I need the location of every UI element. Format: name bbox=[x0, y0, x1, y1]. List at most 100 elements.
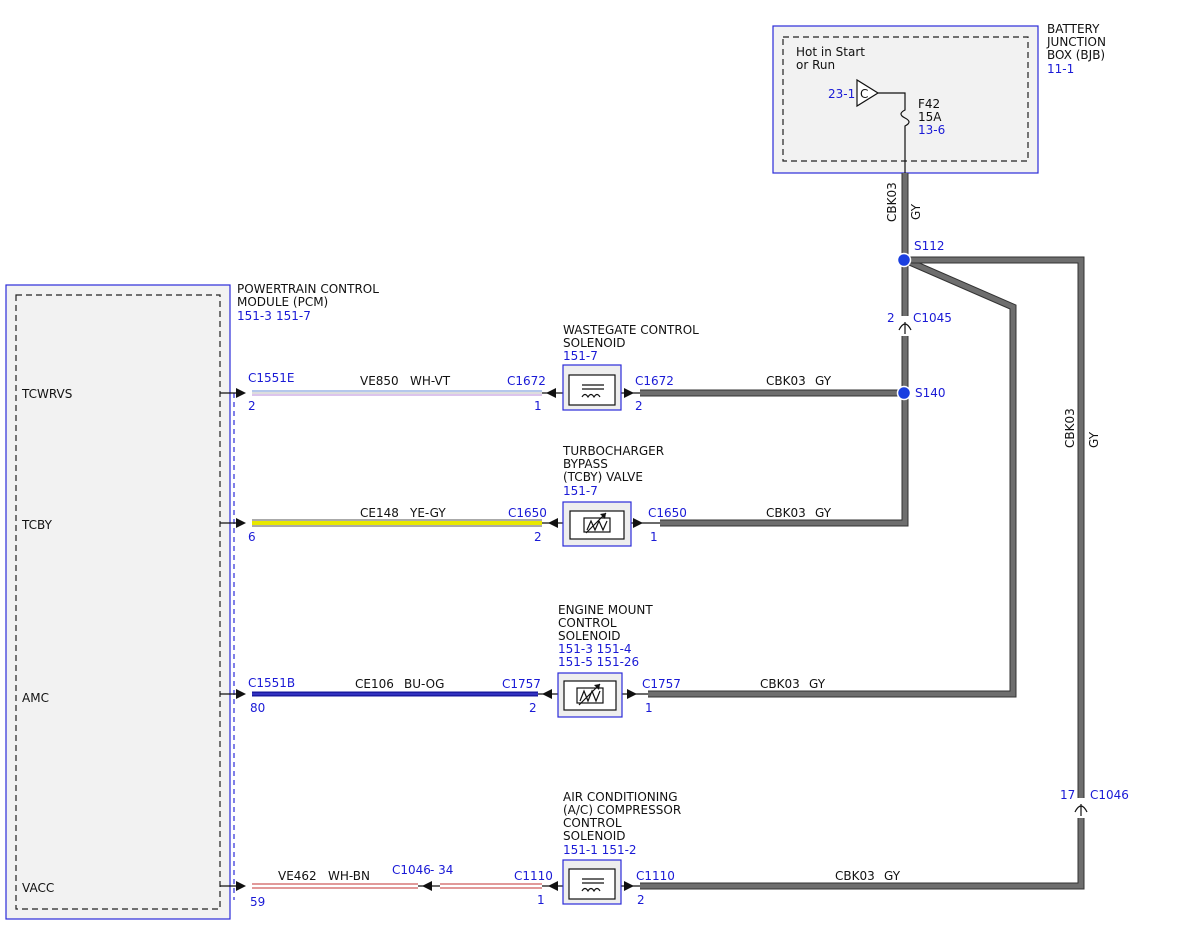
row2-color: YE-GY bbox=[409, 506, 446, 520]
fuse-ref[interactable]: 13-6 bbox=[918, 123, 945, 137]
engine-mount-arrow-head bbox=[594, 684, 600, 690]
row1-color: WH-VT bbox=[410, 374, 451, 388]
circuit-row-1 bbox=[236, 388, 640, 398]
connector-c1046[interactable]: C1046 17 bbox=[1060, 788, 1129, 816]
wire-s112-enginemount bbox=[648, 257, 1016, 697]
row1-comp-conn-left[interactable]: C1672 bbox=[507, 374, 546, 388]
pcm-ref-2[interactable]: 151-7 bbox=[276, 309, 311, 323]
row1-gy-color: GY bbox=[815, 374, 832, 388]
wire-s112-enginemount-edge bbox=[648, 256, 1017, 698]
pcm-outline bbox=[5, 284, 231, 920]
row1-comp-pin-right: 2 bbox=[635, 399, 643, 413]
pcm-inner-dashed bbox=[15, 294, 221, 910]
arrow-pcm-row4 bbox=[236, 881, 246, 891]
row2-gy-color: GY bbox=[815, 506, 832, 520]
solenoid-icon-wastegate bbox=[581, 384, 604, 399]
arrow-pcm-row3 bbox=[236, 689, 246, 699]
row2-comp-conn-right[interactable]: C1650 bbox=[648, 506, 687, 520]
row4-color: WH-BN bbox=[328, 869, 370, 883]
connector-c1045[interactable]: C1045 2 bbox=[887, 311, 952, 334]
ac-ref[interactable]: 151-1 151-2 bbox=[563, 843, 637, 857]
row3-pcm-conn[interactable]: C1551B bbox=[248, 676, 295, 690]
row4-comp-conn-right[interactable]: C1110 bbox=[636, 869, 675, 883]
pcm-pin-tcby: TCBY bbox=[21, 518, 53, 532]
vert-wire-color: GY bbox=[909, 203, 923, 220]
tcby-title-2: BYPASS bbox=[563, 457, 608, 471]
row1-comp-pin-left: 1 bbox=[534, 399, 542, 413]
tcby-resistor-icon bbox=[583, 517, 611, 533]
row4-comp-conn-left[interactable]: C1110 bbox=[514, 869, 553, 883]
wire-s112-ac bbox=[640, 257, 1084, 889]
ac-title-3: CONTROL bbox=[563, 816, 622, 830]
fuse-name: F42 bbox=[918, 97, 940, 111]
right-wire-circuit: CBK03 bbox=[1063, 408, 1077, 448]
c1046-pin: 17 bbox=[1060, 788, 1075, 802]
circuit-row-3 bbox=[236, 689, 648, 699]
row4-comp-pin-left: 1 bbox=[537, 893, 545, 907]
wastegate-ref[interactable]: 151-7 bbox=[563, 349, 598, 363]
bjb-title-line1: BATTERY bbox=[1047, 22, 1100, 36]
row3-comp-pin-left: 2 bbox=[529, 701, 537, 715]
ac-title-2: (A/C) COMPRESSOR bbox=[563, 803, 681, 817]
row2-comp-conn-left[interactable]: C1650 bbox=[508, 506, 547, 520]
row1-circuit: VE850 bbox=[360, 374, 399, 388]
pcm-pin-amc: AMC bbox=[22, 691, 49, 705]
ac-title-1: AIR CONDITIONING bbox=[563, 790, 678, 804]
battery-junction-box: BATTERY JUNCTION BOX (BJB) 11-1 Hot in S… bbox=[772, 22, 1106, 174]
bjb-conn-ref[interactable]: 23-1 bbox=[828, 87, 855, 101]
row1-pcm-pin: 2 bbox=[248, 399, 256, 413]
tcby-valve[interactable]: TURBOCHARGER BYPASS (TCBY) VALVE 151-7 bbox=[562, 444, 664, 547]
wastegate-inner bbox=[568, 374, 616, 406]
ac-title-4: SOLENOID bbox=[563, 829, 626, 843]
row4-comp-pin-right: 2 bbox=[637, 893, 645, 907]
row4-inline-conn[interactable]: C1046 bbox=[392, 863, 431, 877]
bjb-connector-icon bbox=[856, 78, 880, 108]
solenoid-icon-ac bbox=[581, 878, 604, 893]
engine-mount-ref-1[interactable]: 151-3 151-4 bbox=[558, 642, 632, 656]
row4-pcm-pin: 59 bbox=[250, 895, 265, 909]
fuse-rating: 15A bbox=[918, 110, 942, 124]
splice-s140-icon[interactable] bbox=[896, 385, 912, 401]
c1045-pin: 2 bbox=[887, 311, 895, 325]
row4-gy-circuit: CBK03 bbox=[835, 869, 875, 883]
row2-circuit: CE148 bbox=[360, 506, 399, 520]
row3-comp-conn-right[interactable]: C1757 bbox=[642, 677, 681, 691]
pcm-ref-1[interactable]: 151-3 bbox=[237, 309, 272, 323]
ground-feed-wires bbox=[640, 173, 1085, 890]
wastegate-title-1: WASTEGATE CONTROL bbox=[563, 323, 699, 337]
row1-comp-conn-right[interactable]: C1672 bbox=[635, 374, 674, 388]
row4-inline-pin: - 34 bbox=[430, 863, 453, 877]
bjb-ref[interactable]: 11-1 bbox=[1047, 62, 1074, 76]
pcm-title-line1: POWERTRAIN CONTROL bbox=[237, 282, 379, 296]
c1046-name[interactable]: C1046 bbox=[1090, 788, 1129, 802]
splice-s112-icon[interactable] bbox=[896, 252, 912, 268]
splice-s140-label[interactable]: S140 bbox=[915, 386, 946, 400]
row4-gy-color: GY bbox=[884, 869, 901, 883]
pcm-module: POWERTRAIN CONTROL MODULE (PCM) 151-3 15… bbox=[5, 282, 379, 920]
pcm-title-line2: MODULE (PCM) bbox=[237, 295, 328, 309]
ac-compressor-inner bbox=[568, 868, 616, 900]
wire-s140-tcby bbox=[660, 393, 908, 526]
tcby-ref[interactable]: 151-7 bbox=[563, 484, 598, 498]
engine-mount-ref-2[interactable]: 151-5 151-26 bbox=[558, 655, 639, 669]
row3-comp-pin-right: 1 bbox=[645, 701, 653, 715]
row2-gy-circuit: CBK03 bbox=[766, 506, 806, 520]
splice-s112-label[interactable]: S112 bbox=[914, 239, 945, 253]
row3-comp-conn-left[interactable]: C1757 bbox=[502, 677, 541, 691]
ac-compressor-solenoid[interactable]: AIR CONDITIONING (A/C) COMPRESSOR CONTRO… bbox=[562, 790, 681, 905]
row3-gy-circuit: CBK03 bbox=[760, 677, 800, 691]
bjb-conn-letter: C bbox=[860, 87, 868, 101]
c1045-name[interactable]: C1045 bbox=[913, 311, 952, 325]
tcby-arrow-head bbox=[600, 513, 606, 519]
row1-pcm-conn[interactable]: C1551E bbox=[248, 371, 295, 385]
pcm-pin-vacc: VACC bbox=[22, 881, 54, 895]
wastegate-solenoid[interactable]: WASTEGATE CONTROL SOLENOID 151-7 bbox=[562, 323, 699, 411]
bjb-hot-line2: or Run bbox=[796, 58, 835, 72]
fuse-icon bbox=[878, 92, 910, 160]
row3-gy-color: GY bbox=[809, 677, 826, 691]
engine-mount-solenoid[interactable]: ENGINE MOUNT CONTROL SOLENOID 151-3 151-… bbox=[557, 603, 653, 718]
row2-comp-pin-left: 2 bbox=[534, 530, 542, 544]
row3-color: BU-OG bbox=[404, 677, 444, 691]
engine-mount-title-2: CONTROL bbox=[558, 616, 617, 630]
